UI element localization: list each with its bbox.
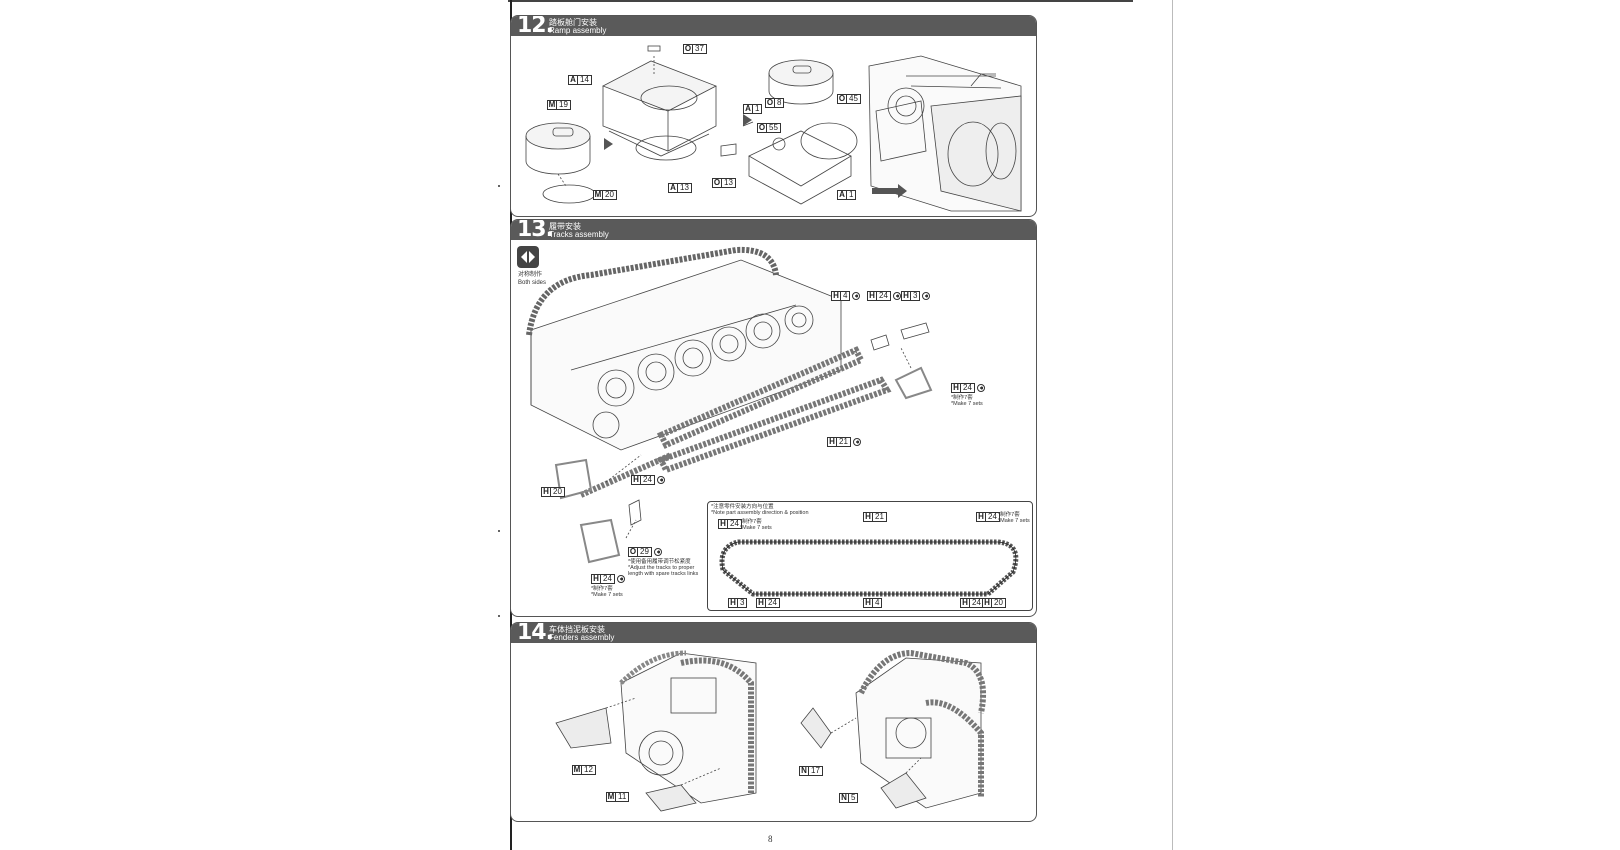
step-header: 13. 履带安装 Tracks assembly	[511, 219, 1036, 242]
make-sets-note-chinese: *制作7套	[951, 395, 973, 401]
step-title-chinese: 车体挡泥板安装	[549, 625, 605, 634]
make-sets-note-english: *Make 7 sets	[591, 592, 623, 598]
scan-mark	[498, 185, 500, 187]
step-title-chinese: 踏板舱门安装	[549, 18, 597, 27]
step-header: 12. 踏板舱门安装 Ramp assembly	[511, 15, 1036, 38]
step-arrow	[604, 138, 613, 150]
step-arrow-large	[872, 184, 907, 198]
step-title-english: Tracks assembly	[549, 230, 609, 239]
step-title-chinese: 履带安装	[549, 222, 581, 231]
step-number: 13.	[517, 219, 554, 242]
ramp-assembly-illustration	[525, 45, 1022, 212]
step-12-ramp-assembly: 12. 踏板舱门安装 Ramp assembly	[510, 15, 1037, 217]
step-title-english: Fenders assembly	[549, 633, 615, 642]
step-title-english: Ramp assembly	[549, 26, 607, 35]
page-number: 8	[768, 834, 773, 844]
symmetric-label-chinese: 对称制作	[518, 272, 543, 278]
detail-make-sets-en: *Make 7 sets	[998, 518, 1030, 524]
step-header: 14. 车体挡泥板安装 Fenders assembly	[511, 622, 1036, 645]
detail-note-chinese: *注意零件安装方向与位置	[711, 504, 774, 510]
adjust-note-english-1: *Adjust the tracks to proper	[628, 565, 695, 571]
step-13-tracks-assembly: 13. 履带安装 Tracks assembly 对称制作 Both sides	[510, 219, 1037, 617]
detail-make-sets-en: *Make 7 sets	[740, 525, 772, 531]
detail-note-english: *Note part assembly direction & position	[711, 510, 809, 516]
step-number: 12.	[517, 15, 554, 38]
page-right-edge	[1172, 0, 1173, 850]
symmetric-icon	[517, 246, 539, 268]
scan-mark	[498, 615, 500, 617]
track-detail-box: *注意零件安装方向与位置 *Note part assembly directi…	[707, 501, 1033, 611]
symmetric-label-english: Both sides	[518, 280, 547, 286]
detail-make-sets-cn: *制作7套	[998, 512, 1020, 518]
make-sets-note-chinese: *制作7套	[591, 586, 613, 592]
page-top-edge	[508, 0, 1133, 2]
step-14-fenders-assembly: 14. 车体挡泥板安装 Fenders assembly	[510, 622, 1037, 822]
tracks-assembly-illustration	[526, 246, 933, 564]
fenders-assembly-illustration	[555, 649, 987, 812]
track-loop-diagram	[719, 539, 1019, 597]
scan-mark	[498, 530, 500, 532]
make-sets-note-english: *Make 7 sets	[951, 401, 983, 407]
detail-make-sets-cn: *制作7套	[740, 519, 762, 525]
step-arrow	[743, 114, 752, 126]
adjust-note-english-2: length with spare tracks links	[628, 571, 699, 577]
adjust-note-chinese: *使用备用履带调节松紧度	[628, 559, 691, 565]
step-number: 14.	[517, 622, 554, 645]
